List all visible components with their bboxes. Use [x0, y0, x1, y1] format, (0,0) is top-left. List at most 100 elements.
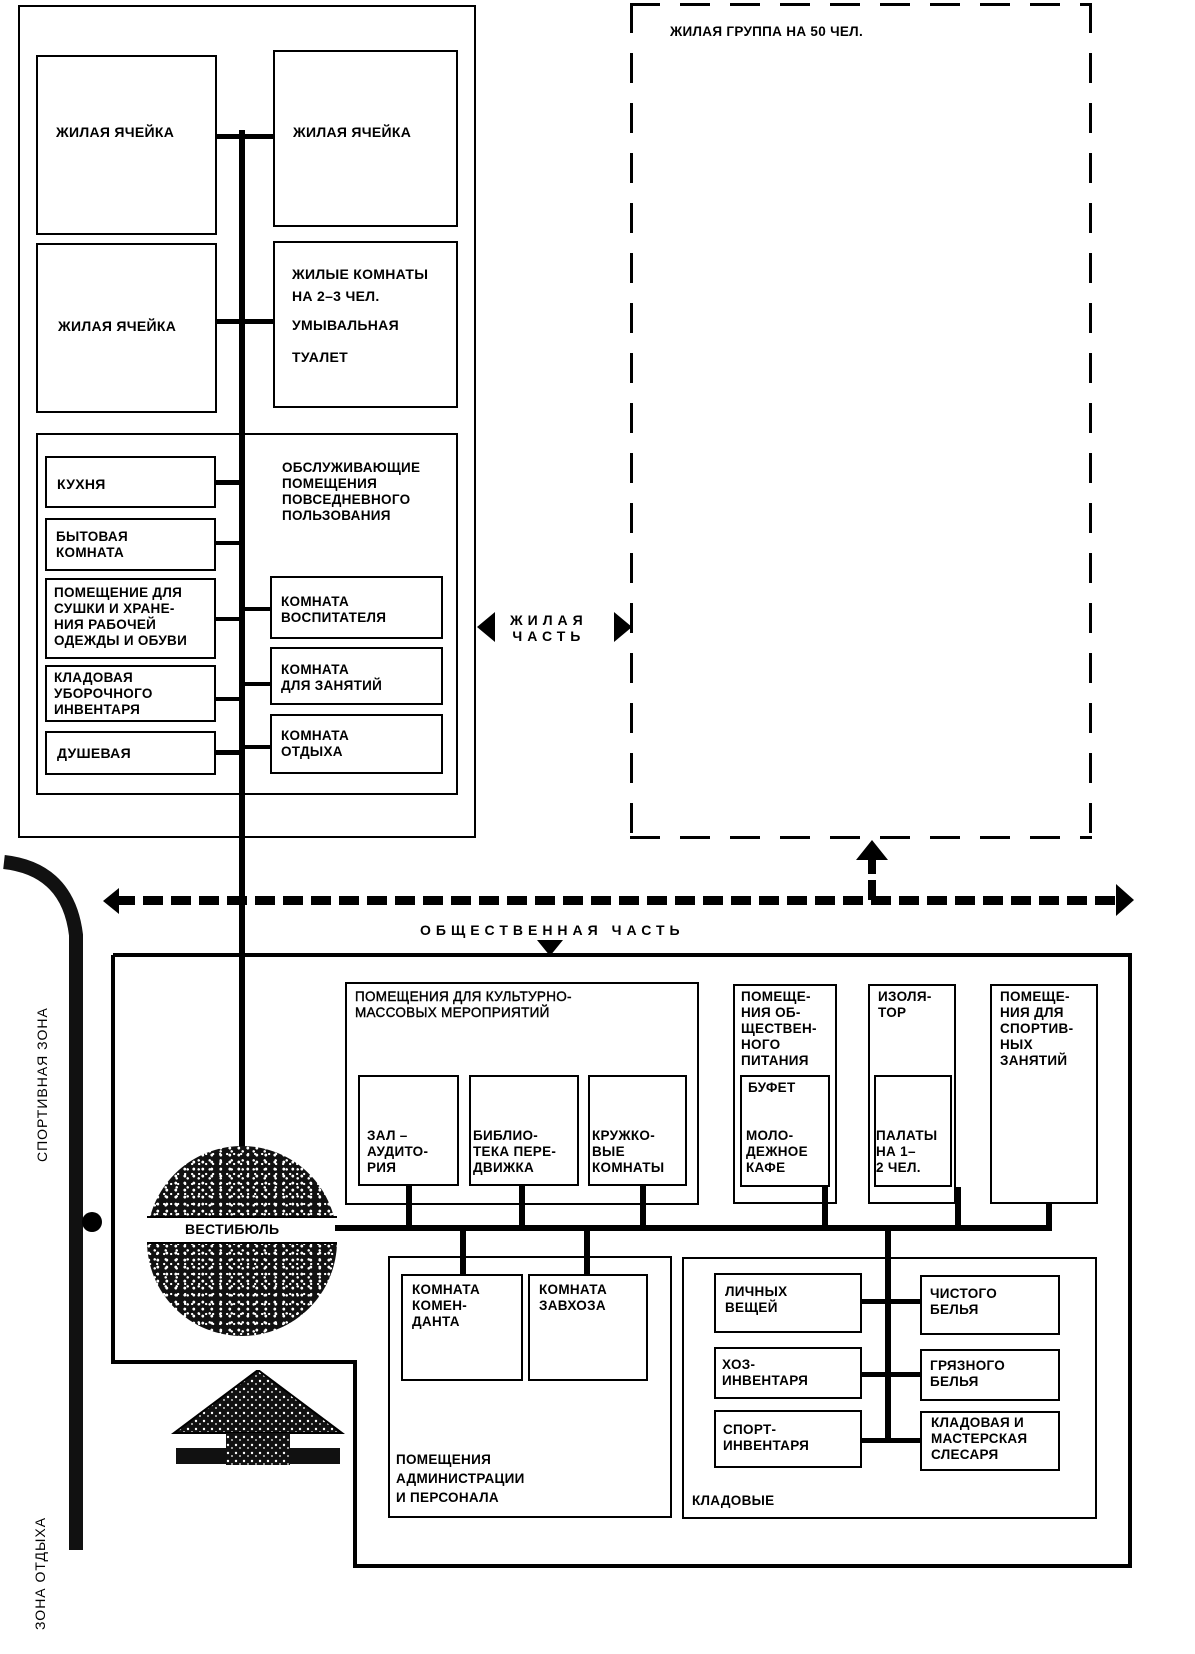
zone-divider-line	[115, 896, 1120, 905]
living-cell-2: ЖИЛАЯ ЯЧЕЙКА	[273, 50, 458, 227]
connector-study	[242, 682, 270, 686]
room-kitchen: КУХНЯ	[45, 456, 216, 508]
spine-overlay	[239, 433, 245, 795]
sports-rooms-title: ПОМЕЩЕ- НИЯ ДЛЯ СПОРТИВ- НЫХ ЗАНЯТИЙ	[1000, 989, 1074, 1068]
connector-household-dirty	[862, 1372, 920, 1377]
room-dirty-linen: ГРЯЗНОГО БЕЛЬЯ	[920, 1349, 1060, 1401]
living-cell-2-label: ЖИЛАЯ ЯЧЕЙКА	[293, 124, 412, 140]
residential-group-border-bottom	[630, 836, 1092, 839]
room-supply-manager-label: КОМНАТА ЗАВХОЗА	[539, 1282, 608, 1313]
room-study: КОМНАТА ДЛЯ ЗАНЯТИЙ	[270, 647, 443, 705]
room-rest-label: КОМНАТА ОТДЫХА	[281, 728, 350, 759]
connector-showers	[216, 750, 242, 755]
vestibule-band	[147, 1216, 337, 1244]
isolator-title: ИЗОЛЯ- ТОР	[878, 989, 932, 1020]
room-locksmith: КЛАДОВАЯ И МАСТЕРСКАЯ СЛЕСАРЯ	[920, 1411, 1060, 1471]
connector-commandant	[460, 1228, 466, 1276]
room-dirty-linen-label: ГРЯЗНОГО БЕЛЬЯ	[930, 1358, 1006, 1389]
living-cell-1-label: ЖИЛАЯ ЯЧЕЙКА	[56, 124, 175, 140]
room-commandant-label: КОМНАТА КОМЕН- ДАНТА	[412, 1282, 481, 1329]
residential-part-right-arrow-icon	[614, 612, 632, 642]
connector-cell-1	[217, 134, 275, 139]
room-personal-items-label: ЛИЧНЫХ ВЕЩЕЙ	[725, 1284, 788, 1315]
room-rest: КОМНАТА ОТДЫХА	[270, 714, 443, 774]
entrance-arrow-icon	[171, 1370, 345, 1465]
room-supply-manager: КОМНАТА ЗАВХОЗА	[528, 1274, 648, 1381]
public-part-arrow-icon	[537, 940, 563, 956]
sports-rooms-group: ПОМЕЩЕ- НИЯ ДЛЯ СПОРТИВ- НЫХ ЗАНЯТИЙ	[990, 984, 1098, 1204]
room-cleaning-storage: КЛАДОВАЯ УБОРОЧНОГО ИНВЕНТАРЯ	[45, 665, 216, 722]
cell-washroom-label: УМЫВАЛЬНАЯ	[292, 317, 399, 333]
room-household-inventory-label: ХОЗ- ИНВЕНТАРЯ	[722, 1357, 809, 1388]
room-drying-storage-label: ПОМЕЩЕНИЕ ДЛЯ СУШКИ И ХРАНЕ- НИЯ РАБОЧЕЙ…	[54, 585, 188, 648]
storage-spine	[885, 1228, 891, 1443]
connector-drying	[216, 617, 242, 621]
room-tutor: КОМНАТА ВОСПИТАТЕЛЯ	[270, 576, 443, 639]
buffet-label: БУФЕТ	[748, 1080, 796, 1095]
service-group-title: ОБСЛУЖИВАЮЩИЕ ПОМЕЩЕНИЯ ПОВСЕДНЕВНОГО ПО…	[282, 460, 421, 523]
youth-cafe-label: МОЛО- ДЕЖНОЕ КАФЕ	[746, 1128, 808, 1175]
residential-group-border-right	[1089, 3, 1092, 839]
connector-catering	[822, 1187, 828, 1229]
connector-auditorium	[406, 1186, 412, 1228]
zone-boundary-path	[3, 855, 102, 1550]
room-household: БЫТОВАЯ КОМНАТА	[45, 518, 216, 571]
connector-sports	[1046, 1204, 1052, 1230]
room-auditorium-label: ЗАЛ – АУДИТО- РИЯ	[367, 1128, 429, 1175]
room-auditorium: ЗАЛ – АУДИТО- РИЯ	[358, 1075, 459, 1186]
room-showers: ДУШЕВАЯ	[45, 731, 216, 775]
public-corridor	[335, 1225, 1052, 1231]
room-household-label: БЫТОВАЯ КОМНАТА	[56, 529, 128, 560]
room-study-label: КОМНАТА ДЛЯ ЗАНЯТИЙ	[281, 662, 383, 693]
living-cell-3: ЖИЛАЯ ЯЧЕЙКА	[36, 243, 217, 413]
residential-group-label: ЖИЛАЯ ГРУППА НА 50 ЧЕЛ.	[670, 24, 863, 39]
connector-library	[519, 1186, 525, 1228]
cell-rooms-label: ЖИЛЫЕ КОМНАТЫ НА 2–3 ЧЕЛ.	[292, 266, 429, 304]
cell-toilet-label: ТУАЛЕТ	[292, 349, 349, 365]
room-personal-items: ЛИЧНЫХ ВЕЩЕЙ	[714, 1273, 862, 1333]
cultural-group-title: ПОМЕЩЕНИЯ ДЛЯ КУЛЬТУРНО- МАССОВЫХ МЕРОПР…	[355, 989, 572, 1020]
connector-cell-3	[217, 319, 275, 324]
room-sports-inventory: СПОРТ- ИНВЕНТАРЯ	[714, 1410, 862, 1468]
connector-isolator	[955, 1187, 961, 1229]
sports-zone-label: СПОРТИВНАЯ ЗОНА	[34, 1007, 50, 1162]
connector-household	[216, 541, 242, 545]
room-tutor-label: КОМНАТА ВОСПИТАТЕЛЯ	[281, 594, 387, 625]
connector-tutor	[242, 607, 270, 611]
room-hobby: КРУЖКО- ВЫЕ КОМНАТЫ	[588, 1075, 687, 1186]
connector-cleaning	[216, 697, 242, 701]
room-library-label: БИБЛИО- ТЕКА ПЕРЕ- ДВИЖКА	[473, 1128, 557, 1175]
residential-part-left-arrow-icon	[477, 612, 495, 642]
storage-title: КЛАДОВЫЕ	[692, 1493, 775, 1508]
wards-label: ПАЛАТЫ НА 1– 2 ЧЕЛ.	[876, 1128, 938, 1175]
divider-left-arrowhead-icon	[103, 888, 119, 914]
administration-title: ПОМЕЩЕНИЯ АДМИНИСТРАЦИИ И ПЕРСОНАЛА	[396, 1452, 525, 1505]
room-drying-storage: ПОМЕЩЕНИЕ ДЛЯ СУШКИ И ХРАНЕ- НИЯ РАБОЧЕЙ…	[45, 578, 216, 659]
cell-composition-box: ЖИЛЫЕ КОМНАТЫ НА 2–3 ЧЕЛ. УМЫВАЛЬНАЯ ТУА…	[273, 241, 458, 408]
connector-hobby	[640, 1186, 646, 1228]
public-part-label: ОБЩЕСТВЕННАЯ ЧАСТЬ	[420, 922, 685, 938]
room-clean-linen-label: ЧИСТОГО БЕЛЬЯ	[930, 1286, 998, 1317]
room-showers-label: ДУШЕВАЯ	[57, 745, 131, 761]
living-cell-1: ЖИЛАЯ ЯЧЕЙКА	[36, 55, 217, 235]
residential-group-border-top	[630, 3, 1092, 6]
connector-rest	[242, 745, 270, 749]
connector-sports-locksmith	[862, 1438, 920, 1443]
room-library: БИБЛИО- ТЕКА ПЕРЕ- ДВИЖКА	[469, 1075, 579, 1186]
residential-part-label: ЖИЛАЯ ЧАСТЬ	[510, 612, 588, 644]
residential-group-border-left	[630, 3, 633, 839]
catering-title: ПОМЕЩЕ- НИЯ ОБ- ЩЕСТВЕН- НОГО ПИТАНИЯ	[741, 989, 817, 1068]
wards-box: ПАЛАТЫ НА 1– 2 ЧЕЛ.	[874, 1075, 952, 1187]
room-kitchen-label: КУХНЯ	[57, 476, 106, 492]
connector-kitchen	[216, 480, 242, 485]
living-cell-3-label: ЖИЛАЯ ЯЧЕЙКА	[58, 318, 177, 334]
room-locksmith-label: КЛАДОВАЯ И МАСТЕРСКАЯ СЛЕСАРЯ	[931, 1415, 1028, 1462]
room-sports-inventory-label: СПОРТ- ИНВЕНТАРЯ	[723, 1422, 810, 1453]
room-household-inventory: ХОЗ- ИНВЕНТАРЯ	[714, 1347, 862, 1399]
room-hobby-label: КРУЖКО- ВЫЕ КОМНАТЫ	[592, 1128, 665, 1175]
buffet-cafe-box: БУФЕТ МОЛО- ДЕЖНОЕ КАФЕ	[740, 1075, 830, 1187]
room-cleaning-storage-label: КЛАДОВАЯ УБОРОЧНОГО ИНВЕНТАРЯ	[54, 670, 153, 717]
up-arrow-to-group-icon	[856, 840, 888, 900]
divider-right-arrowhead-icon	[1116, 884, 1134, 916]
